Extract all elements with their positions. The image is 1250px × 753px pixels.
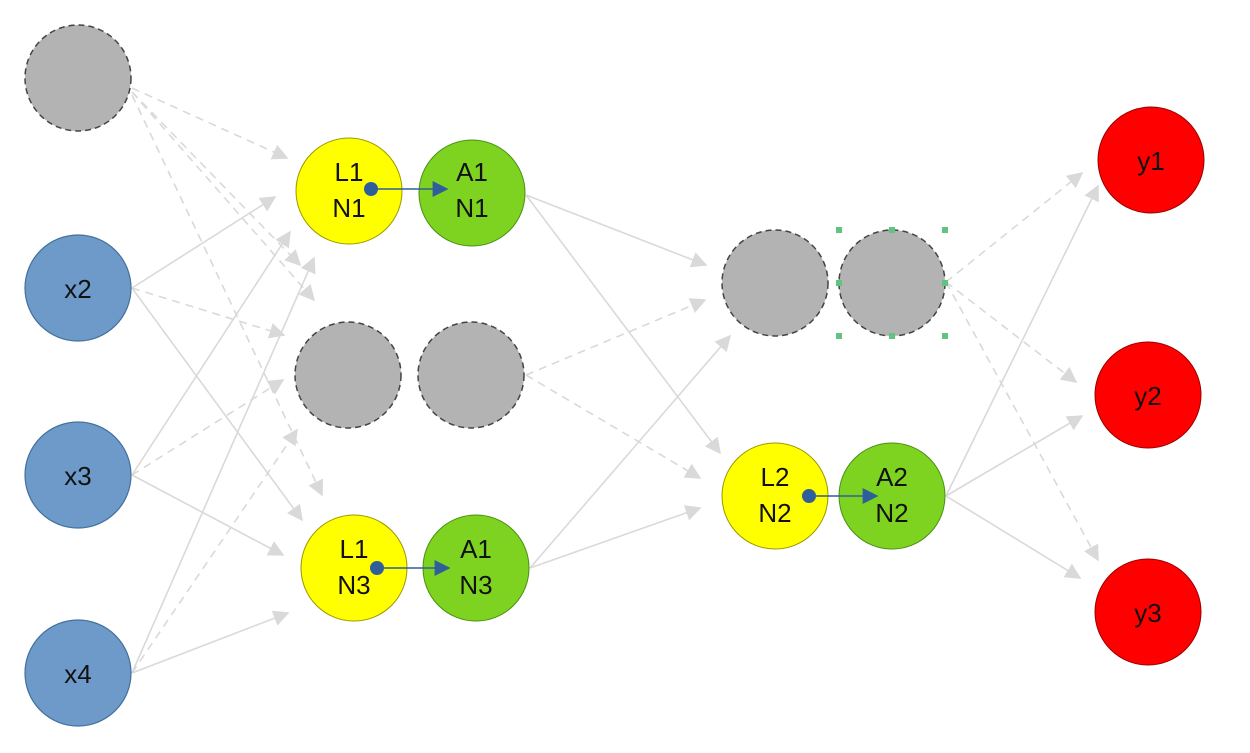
output-node-y3-label: y3 bbox=[1134, 598, 1161, 628]
hidden2-node-l2n2-line2: N2 bbox=[758, 498, 791, 528]
output-node-y1[interactable] bbox=[1097, 106, 1205, 214]
hidden-node-dropped-linear[interactable] bbox=[294, 321, 402, 429]
edges-layer bbox=[131, 87, 1099, 674]
edge-mid-dropped-to-y3 bbox=[945, 281, 1099, 562]
hidden-layer-1: L1 N1 A1 N1 L1 N3 A1 N3 bbox=[294, 137, 530, 622]
selection-handles[interactable] bbox=[836, 227, 948, 339]
hidden-node-l1n1[interactable] bbox=[295, 137, 403, 245]
edge-x4-to-dropped-hidden bbox=[131, 428, 298, 674]
edge-mid-dropped-to-y1 bbox=[945, 171, 1084, 283]
selection-handle-middle-left[interactable] bbox=[836, 280, 842, 286]
edge-x2-to-l1n1 bbox=[131, 196, 277, 289]
edge-dropped-hidden-to-mid-dropped bbox=[525, 298, 707, 376]
input-layer: x2 x3 x4 bbox=[24, 24, 132, 727]
output-node-y2[interactable] bbox=[1094, 341, 1202, 449]
edge-a2n2-to-y2 bbox=[945, 415, 1084, 497]
input-node-dropped[interactable] bbox=[24, 24, 132, 132]
edge-x2-to-l1n3 bbox=[131, 287, 303, 522]
edge-a1n3-to-mid-dropped bbox=[529, 334, 732, 569]
hidden-node-a1n3-line2: N3 bbox=[459, 570, 492, 600]
output-layer: y1 y2 y3 bbox=[1094, 106, 1205, 666]
edge-x2-to-dropped-hidden bbox=[131, 287, 286, 339]
hidden-node-l1n1-line1: L1 bbox=[335, 157, 364, 187]
input-node-x3[interactable] bbox=[24, 421, 132, 529]
selection-handle-bottom-middle[interactable] bbox=[889, 333, 895, 339]
hidden-node-l1n1-line2: N1 bbox=[332, 193, 365, 223]
hidden-node-l1n3-line1: L1 bbox=[340, 534, 369, 564]
hidden2-node-l2n2-line1: L2 bbox=[761, 462, 790, 492]
hidden-node-dropped-activation[interactable] bbox=[417, 321, 525, 429]
selection-handle-middle-right[interactable] bbox=[942, 280, 948, 286]
hidden2-node-dropped-linear[interactable] bbox=[721, 229, 829, 337]
hidden2-node-a2n2-line1: A2 bbox=[876, 462, 908, 492]
edge-x4-to-l1n1 bbox=[131, 256, 316, 674]
hidden-node-a1n1-line1: A1 bbox=[456, 157, 488, 187]
input-node-x4-label: x4 bbox=[64, 659, 91, 689]
hidden-layer-2: L2 N2 A2 N2 bbox=[721, 227, 948, 550]
hidden2-node-a2n2-line2: N2 bbox=[875, 498, 908, 528]
selection-handle-top-right[interactable] bbox=[942, 227, 948, 233]
edge-dropped-input-to-mid bbox=[131, 91, 302, 267]
output-node-y1-label: y1 bbox=[1137, 146, 1164, 176]
edge-a2n2-to-y3 bbox=[945, 495, 1082, 579]
edge-mid-dropped-to-y2 bbox=[945, 281, 1078, 383]
selection-handle-top-middle[interactable] bbox=[889, 227, 895, 233]
selection-handle-top-left[interactable] bbox=[836, 227, 842, 233]
selection-handle-bottom-right[interactable] bbox=[942, 333, 948, 339]
edge-x3-to-l1n1 bbox=[131, 230, 291, 476]
connector-dot-l2n2 bbox=[802, 489, 816, 503]
input-node-x4[interactable] bbox=[24, 619, 132, 727]
output-node-y2-label: y2 bbox=[1134, 381, 1161, 411]
edge-dropped-input-to-l1n3 bbox=[131, 94, 324, 497]
edge-a1n3-to-l2n2 bbox=[529, 505, 702, 569]
edge-dropped-hidden-to-l2n2 bbox=[525, 374, 702, 479]
edge-a1n1-to-l2n2 bbox=[525, 194, 721, 455]
hidden-node-l1n3-line2: N3 bbox=[337, 570, 370, 600]
edge-x4-to-l1n3 bbox=[131, 610, 290, 674]
input-node-x2[interactable] bbox=[24, 234, 132, 342]
input-node-x3-label: x3 bbox=[64, 461, 91, 491]
hidden-node-a1n1[interactable] bbox=[418, 139, 526, 247]
edge-dropped-input-to-l1n1 bbox=[131, 87, 289, 160]
edge-x3-to-l1n3 bbox=[131, 474, 285, 556]
edge-a2n2-to-y1 bbox=[945, 184, 1099, 497]
selection-handle-bottom-left[interactable] bbox=[836, 333, 842, 339]
edge-dropped-input-to-dropped-hidden bbox=[131, 91, 316, 302]
edge-x3-to-dropped-hidden bbox=[131, 379, 285, 476]
hidden-node-a1n3-line1: A1 bbox=[460, 534, 492, 564]
output-node-y3[interactable] bbox=[1094, 558, 1202, 666]
hidden-node-a1n1-line2: N1 bbox=[455, 193, 488, 223]
edge-a1n1-to-mid-dropped bbox=[525, 194, 708, 268]
hidden2-node-dropped-activation-selected[interactable] bbox=[838, 229, 946, 337]
connector-dot-l1n1 bbox=[364, 182, 378, 196]
connector-dot-l1n3 bbox=[370, 561, 384, 575]
input-node-x2-label: x2 bbox=[64, 274, 91, 304]
